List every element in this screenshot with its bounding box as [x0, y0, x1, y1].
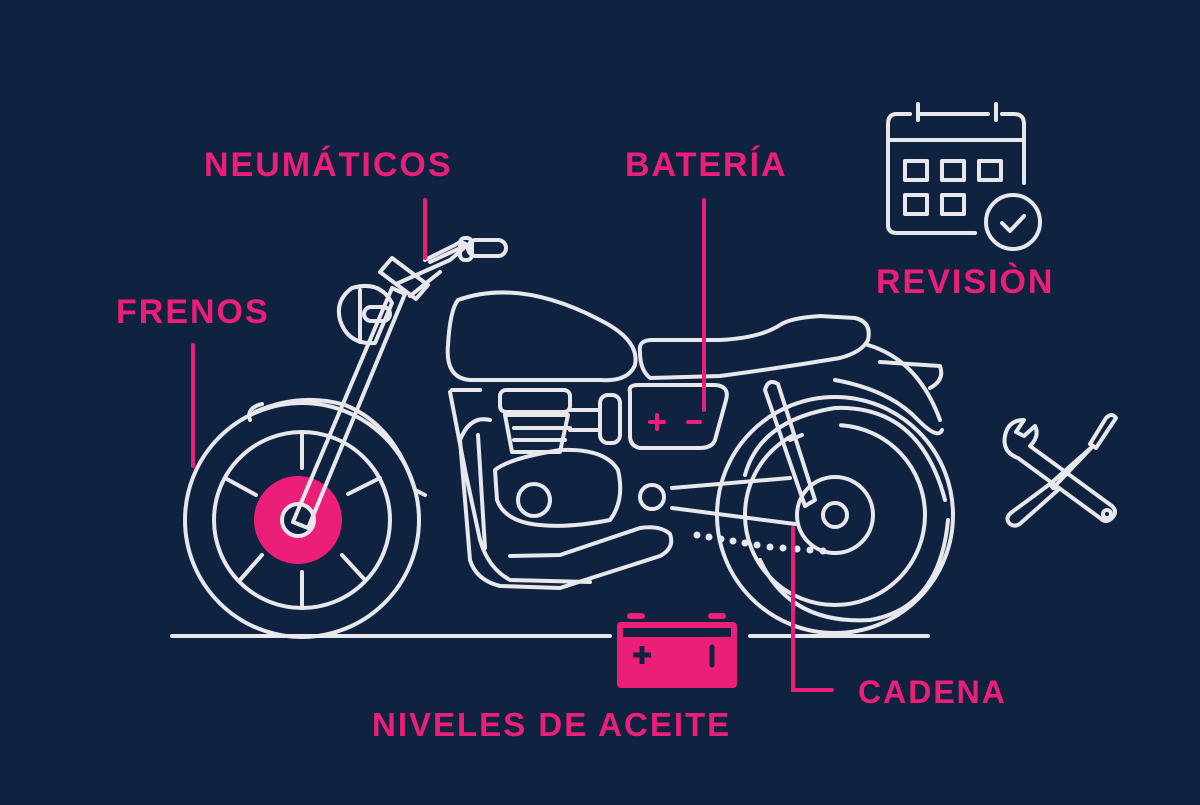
battery-terminals-icon [627, 383, 729, 450]
brake-disc-icon [254, 476, 342, 564]
label-niveles-de-aceite: NIVELES DE ACEITE [372, 706, 732, 743]
label-neumaticos: NEUMÁTICOS [204, 146, 453, 184]
label-cadena: CADENA [858, 674, 1007, 710]
label-revision: REVISIÒN [876, 263, 1055, 301]
cadena-leader [791, 526, 834, 692]
label-frenos: FRENOS [116, 293, 270, 331]
battery-icon [617, 613, 737, 688]
wrench-screwdriver-icon [1002, 413, 1118, 528]
motorcycle-line-icon [183, 236, 955, 639]
calendar-check-icon [886, 102, 1042, 251]
label-bateria: BATERÍA [625, 146, 788, 184]
